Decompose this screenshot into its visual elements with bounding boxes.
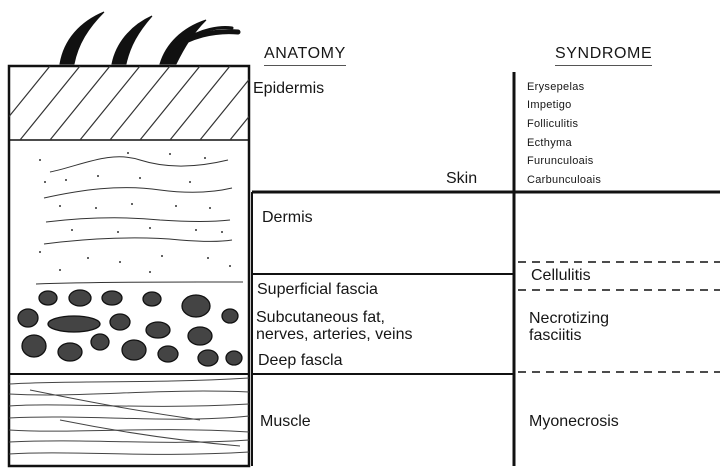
- syndrome-impetigo: Impetigo: [527, 100, 572, 111]
- syndrome-folliculitis: Folliculitis: [527, 119, 578, 130]
- syndrome-carbunculosis: Carbunculoais: [527, 175, 601, 186]
- fat-cells: [18, 290, 242, 366]
- syndrome-header: SYNDROME: [555, 46, 652, 66]
- hair-strands-icon: [60, 12, 238, 64]
- label-subcutaneous: Subcutaneous fat, nerves, arteries, vein…: [256, 310, 413, 344]
- label-skin: Skin: [446, 171, 477, 187]
- syndrome-necrotizing-fasciitis: Necrotizing fasciitis: [529, 311, 609, 345]
- label-muscle: Muscle: [260, 414, 311, 430]
- table-lines: [252, 72, 720, 466]
- syndrome-furunculosis: Furunculoais: [527, 156, 594, 167]
- label-deep-fascia: Deep fascla: [258, 353, 343, 369]
- label-dermis: Dermis: [262, 210, 313, 226]
- anatomy-header: ANATOMY: [264, 46, 346, 66]
- muscle-fibers: [9, 378, 249, 454]
- dermis-texture: [36, 157, 243, 284]
- label-superficial-fascia: Superficial fascia: [257, 282, 378, 298]
- syndrome-ecthyma: Ecthyma: [527, 138, 572, 149]
- syndrome-myonecrosis: Myonecrosis: [529, 414, 619, 430]
- epidermis-hatching: [0, 66, 290, 140]
- syndrome-erysipelas: Erysepelas: [527, 82, 584, 93]
- label-epidermis: Epidermis: [253, 81, 324, 97]
- syndrome-cellulitis: Cellulitis: [531, 268, 591, 284]
- dermis-dots: [39, 152, 231, 273]
